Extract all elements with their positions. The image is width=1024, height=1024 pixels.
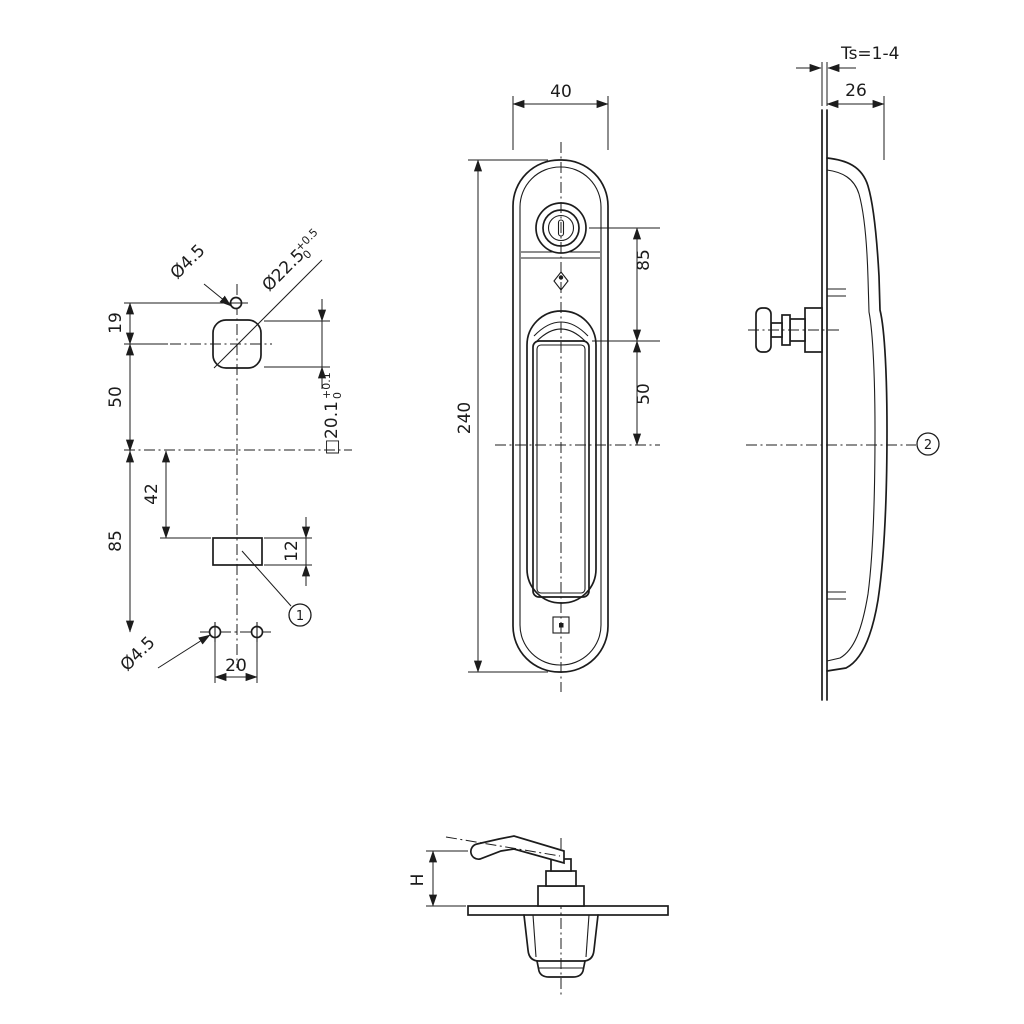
drilling-centerlines [124, 284, 352, 668]
dim-20: 20 [214, 640, 258, 683]
side-view: Ts=1-4 26 2 [746, 44, 940, 701]
dim-19-label: 19 [106, 312, 126, 334]
dim-12-label: 12 [282, 540, 302, 562]
dim-50-front-label: 50 [634, 383, 654, 405]
dim-42-label: 42 [142, 483, 162, 505]
svg-text:+0.1: +0.1 [320, 372, 333, 399]
housing-profile [826, 157, 888, 672]
dim-85-label: 85 [106, 530, 126, 552]
svg-text:Ø4.5: Ø4.5 [167, 241, 210, 284]
drilling-view: 19 50 85 42 12 20 Ø4.5 [106, 226, 352, 683]
rect-cutout [212, 537, 263, 566]
hole-top-dia-label: Ø4.5 [167, 241, 232, 307]
dim-h: H [408, 850, 468, 907]
dim-h-label: H [408, 874, 428, 887]
dim-right-chain: 85 50 [589, 227, 660, 446]
wing-knob [748, 307, 840, 353]
svg-text:Ø4.5: Ø4.5 [117, 633, 160, 676]
dim-240: 240 [455, 159, 548, 673]
square-cutout [212, 259, 323, 369]
cylinder-housing [523, 914, 599, 978]
dim-12: 12 [264, 517, 312, 586]
dim-ts: Ts=1-4 [796, 44, 899, 106]
dim-26: 26 [826, 81, 885, 160]
callout-2: 2 [916, 432, 940, 456]
dim-26-label: 26 [845, 81, 867, 101]
dim-42: 42 [142, 450, 211, 539]
dim-40: 40 [512, 82, 609, 150]
square-size-label: □20.1 [322, 401, 342, 455]
dim-chain-left: 19 50 85 [106, 302, 229, 633]
shaft-stack [537, 858, 585, 907]
dim-20-label: 20 [225, 656, 247, 676]
door-panel [821, 109, 828, 701]
top-mounting-hole [226, 296, 248, 310]
svg-text:0: 0 [331, 392, 344, 399]
front-centerlines [495, 142, 660, 692]
square-size-dim: □20.1 +0.1 0 [264, 299, 344, 455]
dim-85-front-label: 85 [634, 249, 654, 271]
dim-50-label: 50 [106, 386, 126, 408]
hole-bottom-dia-label: Ø4.5 [117, 633, 211, 676]
front-view: 40 240 85 50 [455, 82, 660, 692]
svg-text:1: 1 [296, 609, 304, 624]
dim-240-label: 240 [455, 402, 475, 434]
cam-view: H [408, 835, 669, 995]
mounting-plate [467, 905, 669, 916]
cam-lever [445, 835, 565, 865]
svg-text:2: 2 [924, 438, 932, 453]
square-hole-dia-label: Ø22.5 +0.5 0 [259, 226, 321, 296]
door-thickness-label: Ts=1-4 [840, 44, 899, 64]
bottom-mounting-holes [208, 622, 264, 642]
callout-1: 1 [241, 550, 312, 627]
dim-40-label: 40 [550, 82, 572, 102]
